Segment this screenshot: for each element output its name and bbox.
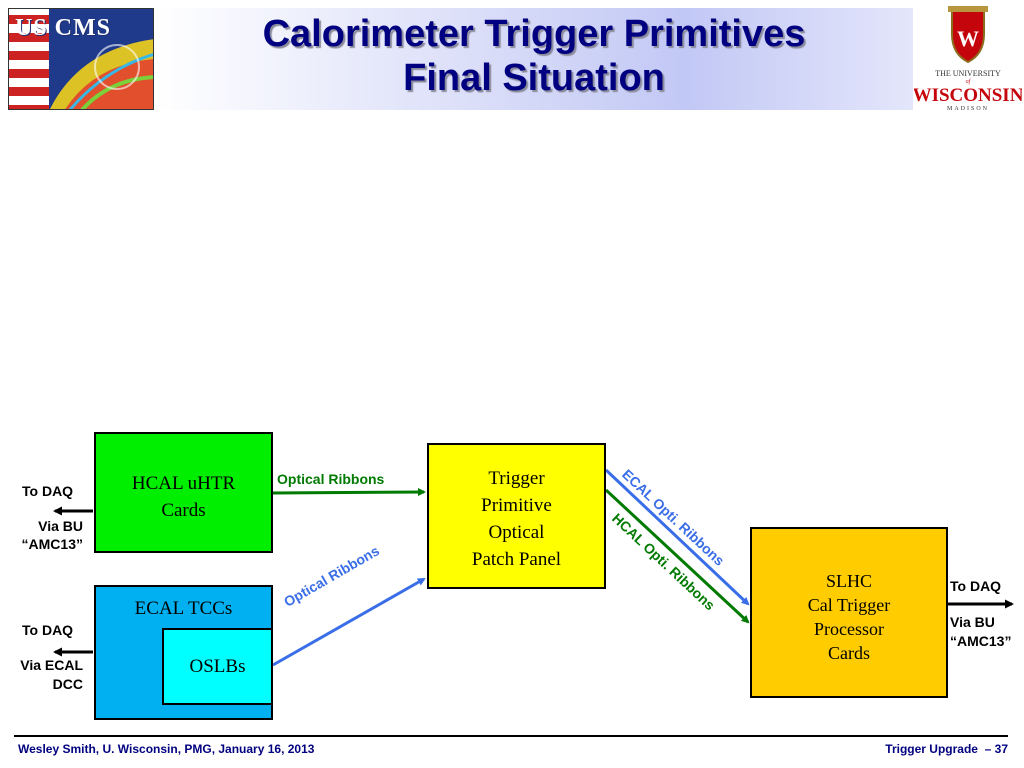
- oslbs-box: OSLBs: [162, 628, 273, 705]
- oslb-label: OSLBs: [189, 656, 246, 677]
- hcal-to-patch-label: Optical Ribbons: [277, 471, 385, 487]
- slhc-line-4: Cards: [827, 643, 870, 663]
- patch-line-1: Trigger: [488, 468, 545, 489]
- footer-page: Trigger Upgrade – 37: [885, 742, 1008, 756]
- patch-line-3: Optical: [488, 522, 545, 543]
- uw-line-1: THE UNIVERSITY: [935, 69, 1001, 78]
- ecal-label: ECAL TCCs: [134, 598, 233, 619]
- hcal-ribbons-arrow: [604, 488, 750, 624]
- footer-author: Wesley Smith, U. Wisconsin, PMG, January…: [18, 742, 315, 756]
- page-title: Calorimeter Trigger Primitives Final Sit…: [155, 12, 913, 100]
- us-cms-logo: US CMS: [8, 8, 154, 110]
- uw-line-2: of: [966, 78, 972, 85]
- slhc-line-1: SLHC: [825, 571, 872, 591]
- slhc-to-daq-label: To DAQ: [950, 578, 1002, 594]
- hcal-line-1: HCAL uHTR: [131, 473, 236, 494]
- uw-madison-logo: W THE UNIVERSITY of WISCONSIN MADISON: [913, 4, 1024, 112]
- slhc-processor-box: SLHC Cal Trigger Processor Cards: [750, 527, 948, 698]
- title-line-2: Final Situation: [403, 57, 665, 99]
- slhc-line-3: Processor: [813, 619, 884, 639]
- patch-line-4: Patch Panel: [471, 549, 562, 570]
- hcal-to-patch-arrow: [272, 488, 426, 497]
- hcal-via-label-1: Via BU: [38, 518, 83, 534]
- hcal-line-2: Cards: [161, 500, 206, 521]
- hcal-to-daq-label: To DAQ: [22, 483, 74, 499]
- footer-divider: [14, 735, 1008, 737]
- patch-panel-box: Trigger Primitive Optical Patch Panel: [427, 443, 606, 589]
- ecal-via-label-1: Via ECAL: [20, 657, 83, 673]
- ecal-ribbons-arrow: [604, 468, 750, 606]
- crest-icon: [951, 7, 985, 64]
- hcal-via-label-2: “AMC13”: [21, 536, 83, 552]
- ecal-to-daq-label: To DAQ: [22, 622, 74, 638]
- patch-line-2: Primitive: [481, 495, 552, 516]
- header-band: [155, 8, 913, 110]
- slhc-via-label-2: “AMC13”: [950, 633, 1012, 649]
- title-line-1: Calorimeter Trigger Primitives: [262, 13, 806, 55]
- hcal-uhtr-box: HCAL uHTR Cards: [94, 432, 273, 553]
- ecal-via-label-2: DCC: [52, 676, 83, 692]
- uw-line-4: MADISON: [947, 106, 989, 112]
- us-cms-logo-text: US CMS: [15, 15, 112, 41]
- uw-line-3: WISCONSIN: [914, 85, 1022, 106]
- slhc-line-2: Cal Trigger: [807, 595, 891, 615]
- ecal-to-patch-arrow: [272, 577, 426, 667]
- slhc-via-label-1: Via BU: [950, 614, 995, 630]
- crest-letter: W: [957, 26, 979, 51]
